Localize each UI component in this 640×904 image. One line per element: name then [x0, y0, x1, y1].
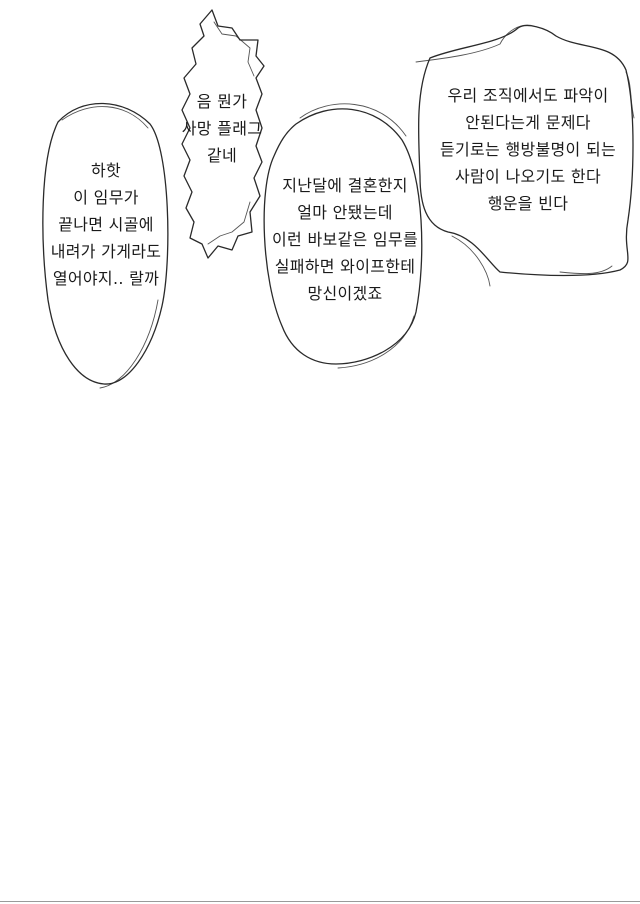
bubble-a-line: 하핫	[90, 161, 122, 180]
bubble-c-line: 이런 바보같은 임무를	[272, 230, 418, 249]
bubble-d-text: 우리 조직에서도 파악이 안된다는게 문제다 듣기로는 행방불명이 되는 사람이…	[420, 82, 636, 217]
bubble-d-line: 안된다는게 문제다	[465, 113, 591, 132]
bubble-a-line: 끝나면 시골에	[58, 215, 154, 234]
speech-bubble-b	[181, 9, 265, 259]
bubble-c-line: 실패하면 와이프한테	[274, 257, 416, 276]
bubble-b-text: 음 뭔가 사망 플래그 같네	[170, 88, 274, 169]
speech-bubble-a	[42, 102, 169, 385]
speech-bubble-c-sketch	[299, 103, 415, 369]
speech-bubble-c	[263, 108, 423, 365]
bubble-a-line: 이 임무가	[73, 188, 139, 207]
bubble-a-line: 열어야지.. 랄까	[52, 269, 160, 288]
bubble-c-line: 망신이겠죠	[307, 284, 383, 303]
bubble-d-line: 우리 조직에서도 파악이	[447, 86, 609, 105]
speech-bubble-d	[417, 24, 634, 277]
bubble-c-text: 지난달에 결혼한지 얼마 안됐는데 이런 바보같은 임무를 실패하면 와이프한테…	[260, 172, 430, 307]
bubble-b-line: 사망 플래그	[181, 119, 263, 138]
bubble-c-line: 지난달에 결혼한지	[282, 176, 408, 195]
speech-bubble-d-sketch	[415, 24, 635, 287]
panel-border	[0, 901, 640, 902]
bubble-a-text: 하핫 이 임무가 끝나면 시골에 내려가 가게라도 열어야지.. 랄까	[44, 157, 168, 292]
bubble-b-line: 음 뭔가	[196, 92, 248, 111]
speech-bubble-b-inner	[207, 21, 255, 245]
bubble-d-line: 행운을 빈다	[487, 194, 569, 213]
speech-bubble-a-sketch	[61, 106, 159, 389]
bubble-a-line: 내려가 가게라도	[50, 242, 162, 261]
bubble-c-line: 얼마 안됐는데	[297, 203, 393, 222]
bubble-d-line: 듣기로는 행방불명이 되는	[440, 140, 616, 159]
bubble-d-line: 사람이 나오기도 한다	[455, 167, 601, 186]
bubble-b-line: 같네	[206, 146, 238, 165]
